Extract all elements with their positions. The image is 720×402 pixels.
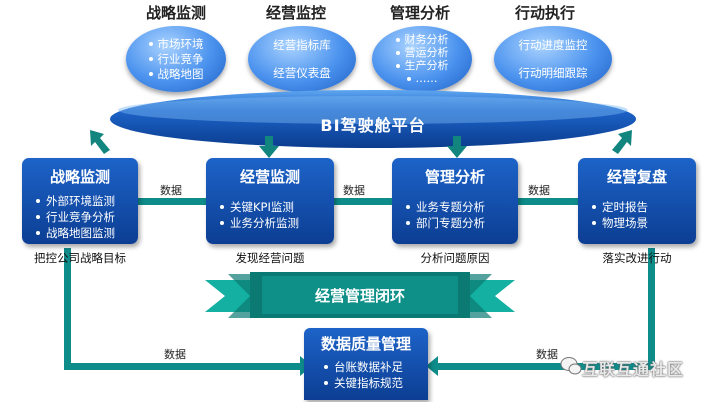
- box-title: 管理分析: [424, 168, 485, 186]
- box-data-quality: 数据质量管理 台账数据补足 关键指标规范: [304, 328, 428, 400]
- wechat-icon: [560, 357, 582, 375]
- flow-label: 数据: [160, 184, 182, 197]
- box-item: 关键指标规范: [334, 376, 403, 390]
- box-item: 业务专题分析: [416, 200, 485, 214]
- bubble-item: 行动明细跟踪: [518, 66, 588, 80]
- flow-label: 数据: [536, 348, 558, 361]
- platform-label: BI驾驶舱平台: [320, 116, 426, 135]
- bubble-item: 生产分析: [404, 59, 449, 72]
- bubble-item: 经营指标库: [273, 38, 331, 52]
- bubble-action: 行动进度监控 行动明细跟踪: [494, 26, 612, 92]
- bubble-item: 战略地图: [157, 66, 204, 81]
- box-operation-monitor: 经营监测 关键KPI监测 业务分析监测: [206, 158, 334, 244]
- bubble-item: 行动进度监控: [518, 38, 588, 52]
- bubble-item: 行业竞争: [157, 51, 204, 66]
- box-title: 战略监测: [49, 168, 110, 186]
- bubble-item: 经营仪表盘: [273, 66, 331, 80]
- top-title-operation: 经营监控: [265, 4, 326, 22]
- bubble-analysis: 财务分析 营运分析 生产分析 ……: [372, 26, 472, 92]
- box-item: 行业竞争分析: [46, 210, 115, 224]
- watermark-text: 互联互通社区: [582, 360, 685, 379]
- arrow-down-icon: [90, 130, 110, 154]
- box-item: 业务分析监测: [230, 216, 299, 230]
- caption-analysis: 分析问题原因: [420, 251, 490, 265]
- flow-label: 数据: [528, 184, 550, 197]
- top-title-analysis: 管理分析: [389, 4, 450, 22]
- bubble-item: 财务分析: [404, 33, 449, 46]
- box-management-analysis: 管理分析 业务专题分析 部门专题分析: [392, 158, 518, 244]
- box-strategy-monitor: 战略监测 外部环境监测 行业竞争分析 战略地图监测: [22, 158, 138, 244]
- bubble-item: ……: [415, 72, 438, 85]
- box-item: 关键KPI监测: [230, 200, 294, 214]
- caption-review: 落实改进行动: [602, 251, 672, 265]
- caption-strategy: 把控公司战略目标: [34, 251, 126, 265]
- bubble-operation: 经营指标库 经营仪表盘: [248, 26, 356, 92]
- arrow-down-icon: [259, 136, 279, 158]
- caption-operation: 发现经营问题: [235, 251, 305, 265]
- top-title-strategy: 战略监测: [145, 4, 206, 22]
- box-title: 数据质量管理: [320, 335, 411, 353]
- bubble-item: 市场环境: [157, 36, 204, 51]
- box-item: 台账数据补足: [334, 360, 403, 374]
- box-item: 外部环境监测: [46, 194, 115, 208]
- box-operation-review: 经营复盘 定时报告 物理场景: [578, 158, 696, 244]
- platform-disk: [110, 90, 636, 148]
- bubble-strategy: 市场环境 行业竞争 战略地图: [126, 26, 226, 92]
- arrow-down-icon: [612, 130, 632, 154]
- flow-label: 数据: [164, 348, 186, 361]
- loop-label: 经营管理闭环: [314, 287, 405, 305]
- box-item: 定时报告: [602, 200, 648, 214]
- box-item: 物理场景: [602, 216, 648, 230]
- arrow-down-icon: [447, 136, 467, 158]
- bubble-item: 营运分析: [404, 46, 449, 59]
- box-item: 部门专题分析: [416, 216, 485, 230]
- box-title: 经营监测: [239, 168, 300, 186]
- flow-label: 数据: [343, 184, 365, 197]
- box-title: 经营复盘: [606, 168, 667, 186]
- box-item: 战略地图监测: [46, 226, 115, 240]
- top-title-action: 行动执行: [514, 4, 575, 22]
